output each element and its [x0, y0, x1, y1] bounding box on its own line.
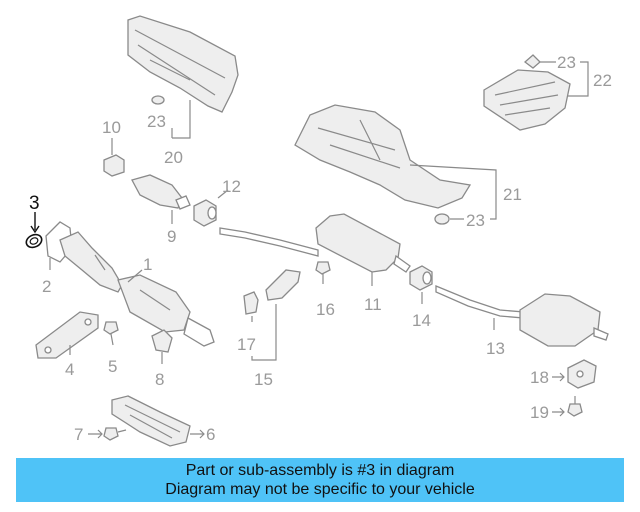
- callout-21: 21: [503, 185, 522, 204]
- callout-10: 10: [102, 118, 121, 137]
- callout-6: 6: [206, 425, 215, 444]
- part-heat-shield-right[interactable]: [483, 69, 571, 131]
- part-15-hanger-bracket[interactable]: [265, 269, 301, 301]
- callout-9: 9: [167, 227, 176, 246]
- callout-18: 18: [530, 368, 549, 387]
- part-8-hanger[interactable]: [151, 329, 173, 353]
- callout-11: 11: [364, 295, 382, 314]
- part-12-clamp[interactable]: [193, 199, 217, 227]
- part-4-bracket[interactable]: [35, 311, 99, 359]
- leader-20: [172, 100, 191, 139]
- part-1-catalytic-converter[interactable]: [59, 231, 215, 347]
- part-14-clamp[interactable]: [409, 265, 433, 291]
- callout-13: 13: [486, 339, 505, 358]
- part-18-bracket[interactable]: [567, 359, 597, 389]
- callout-12: 12: [222, 177, 241, 196]
- leader-22: [540, 61, 589, 97]
- part-10-clamp[interactable]: [103, 154, 125, 177]
- callout-5: 5: [108, 357, 117, 376]
- callout-2: 2: [42, 277, 51, 296]
- part-9-front-pipe[interactable]: [131, 174, 191, 210]
- part-11-center-muffler[interactable]: [219, 213, 411, 273]
- exhaust-parts-diagram: 23 20 23 22 23 21 10 9 12 3: [24, 15, 612, 447]
- callout-15: 15: [254, 370, 273, 389]
- callout-3: 3: [29, 193, 40, 214]
- clip-23-top[interactable]: [151, 95, 165, 105]
- leader-21: [409, 164, 497, 220]
- callout-23-top: 23: [147, 112, 166, 131]
- callout-8: 8: [155, 370, 164, 389]
- callout-7: 7: [74, 425, 83, 444]
- part-5-bolt[interactable]: [103, 321, 119, 346]
- callout-14: 14: [412, 311, 431, 330]
- callout-4: 4: [65, 360, 74, 379]
- part-13-rear-muffler[interactable]: [435, 285, 609, 347]
- callout-16: 16: [316, 300, 335, 319]
- banner-line-disclaimer: Diagram may not be specific to your vehi…: [165, 481, 475, 498]
- callout-17: 17: [237, 335, 256, 354]
- part-heat-shield-upper[interactable]: [127, 15, 239, 113]
- callout-22: 22: [593, 71, 612, 90]
- clip-23-right-top[interactable]: [523, 54, 541, 69]
- clip-23-right-bottom[interactable]: [434, 213, 450, 225]
- part-7-bolt[interactable]: [103, 427, 127, 441]
- part-17-rubber-mount[interactable]: [243, 291, 259, 315]
- callout-19: 19: [530, 403, 549, 422]
- part-16-bolt[interactable]: [315, 261, 331, 284]
- banner-line-part: Part or sub-assembly is #3 in diagram: [185, 462, 455, 479]
- part-3-gasket-highlighted[interactable]: [24, 232, 44, 250]
- info-banner: Part or sub-assembly is #3 in diagram Di…: [16, 458, 624, 502]
- callout-1: 1: [143, 255, 152, 274]
- callout-23-right-bottom: 23: [466, 211, 485, 230]
- part-heat-shield-tunnel[interactable]: [294, 104, 472, 209]
- callout-23-right-top: 23: [557, 53, 576, 72]
- callout-20: 20: [164, 148, 183, 167]
- part-19-bolt[interactable]: [567, 396, 583, 417]
- part-6-heat-shield-lower[interactable]: [111, 395, 191, 447]
